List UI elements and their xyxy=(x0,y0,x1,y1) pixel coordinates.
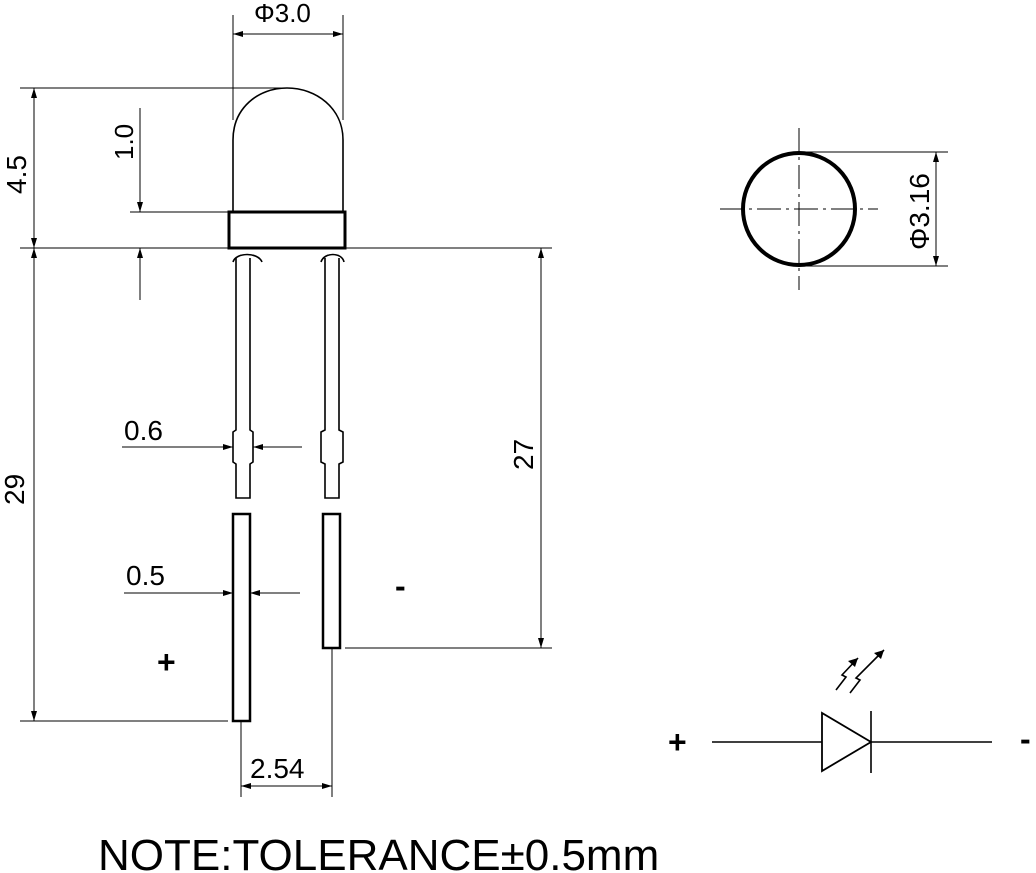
dim-lead-length: 27 xyxy=(345,248,552,649)
led-schematic-symbol: + - xyxy=(668,649,1031,773)
flange-diameter-label: Φ3.16 xyxy=(904,173,935,250)
lens-dome xyxy=(232,87,344,212)
light-emission-icon xyxy=(835,649,885,694)
led-side-view xyxy=(227,87,347,263)
dim-lens-diameter: Φ3.0 xyxy=(232,0,344,120)
cathode-polarity-label: - xyxy=(395,568,406,604)
schematic-cathode-label: - xyxy=(1020,721,1031,757)
dim-flange-height: 1.0 xyxy=(109,108,229,300)
overall-length-label: 29 xyxy=(0,474,30,505)
lead-length-label: 27 xyxy=(508,439,539,470)
lead-spacing-label: 2.54 xyxy=(250,753,305,784)
flange xyxy=(227,210,347,250)
dim-lead-spacing: 2.54 xyxy=(240,648,333,797)
lead-width-lower-label: 0.5 xyxy=(126,560,165,591)
dim-overall-length: 29 xyxy=(0,248,228,722)
led-top-view: Φ3.16 xyxy=(720,128,948,290)
dim-lead-width-upper: 0.6 xyxy=(122,415,302,450)
schematic-anode-label: + xyxy=(668,724,687,760)
lead-width-upper-label: 0.6 xyxy=(124,415,163,446)
tolerance-note: NOTE:TOLERANCE±0.5mm xyxy=(98,831,659,873)
lead-anode xyxy=(231,258,254,723)
lead-cathode xyxy=(320,258,344,650)
flange-height-label: 1.0 xyxy=(109,124,139,160)
lens-diameter-label: Φ3.0 xyxy=(254,0,311,28)
lens-height-label: 4.5 xyxy=(1,155,32,194)
anode-polarity-label: + xyxy=(157,644,176,680)
dim-lens-height: 4.5 xyxy=(1,87,290,248)
dim-lead-width-lower: 0.5 xyxy=(124,560,300,596)
